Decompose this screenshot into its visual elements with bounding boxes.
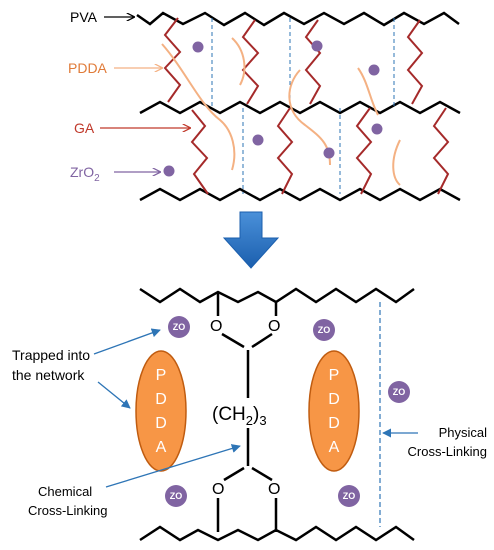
- trapped-label-line2: the network: [12, 367, 85, 383]
- svg-text:P: P: [329, 367, 340, 384]
- pva-chain-top: [136, 11, 460, 27]
- oxygen-label-upper-right: O: [268, 318, 280, 335]
- svg-text:ZO: ZO: [393, 387, 406, 397]
- pva-chain-middle: [139, 100, 461, 115]
- down-arrow: [222, 211, 280, 269]
- oxygen-label-lower-left: O: [212, 481, 224, 498]
- oxygen-label-upper-left: O: [210, 318, 222, 335]
- oxygen-label-lower-right: O: [268, 481, 280, 498]
- svg-text:D: D: [155, 415, 167, 432]
- svg-text:ZO: ZO: [343, 491, 356, 501]
- svg-text:D: D: [328, 391, 340, 408]
- ga-crosslinks: [163, 17, 450, 195]
- top-panel: PVA PDDA GA ZrO2: [68, 9, 461, 202]
- svg-text:ZO: ZO: [318, 325, 331, 335]
- bottom-panel: O O (CH2)3 O O P D D A P D D A: [12, 287, 488, 542]
- physical-links-top: [211, 18, 395, 194]
- legend-ga: GA: [74, 120, 95, 136]
- trapped-arrow-2: [97, 381, 131, 409]
- trapped-label-line1: Trapped into: [12, 347, 90, 363]
- legend-pdda: PDDA: [68, 60, 108, 76]
- acetal-ring-lower: [216, 428, 278, 532]
- svg-text:D: D: [328, 415, 340, 432]
- pdda-ellipse-right: [308, 350, 360, 472]
- acetal-ring-upper: [216, 292, 278, 398]
- chemical-label-line1: Chemical: [38, 484, 92, 499]
- chemical-arrow: [105, 444, 241, 488]
- zro2-particles: [163, 40, 383, 177]
- legend-pva: PVA: [70, 9, 98, 25]
- svg-text:ZO: ZO: [173, 322, 186, 332]
- pva-chain-bottom: [139, 187, 461, 202]
- chemical-label-line2: Cross-Linking: [28, 503, 107, 518]
- physical-label-line2: Cross-Linking: [408, 444, 487, 459]
- svg-text:P: P: [156, 367, 167, 384]
- pdda-letters-right: P D D A: [328, 367, 340, 456]
- pva-chain-lower-top: [139, 287, 415, 304]
- legend-zro2: ZrO2: [70, 164, 100, 184]
- physical-label-line1: Physical: [439, 425, 488, 440]
- svg-text:A: A: [329, 439, 340, 456]
- pdda-letters-left: P D D A: [155, 367, 167, 456]
- linker-label: (CH2)3: [212, 404, 267, 428]
- trapped-arrow-1: [93, 328, 161, 355]
- zo-particles: [165, 316, 410, 507]
- svg-text:A: A: [156, 439, 167, 456]
- pdda-chains: [161, 37, 401, 186]
- svg-text:ZO: ZO: [170, 491, 183, 501]
- zo-labels: ZO ZO ZO ZO ZO: [170, 322, 406, 501]
- svg-text:D: D: [155, 391, 167, 408]
- pdda-ellipse-left: [135, 350, 187, 472]
